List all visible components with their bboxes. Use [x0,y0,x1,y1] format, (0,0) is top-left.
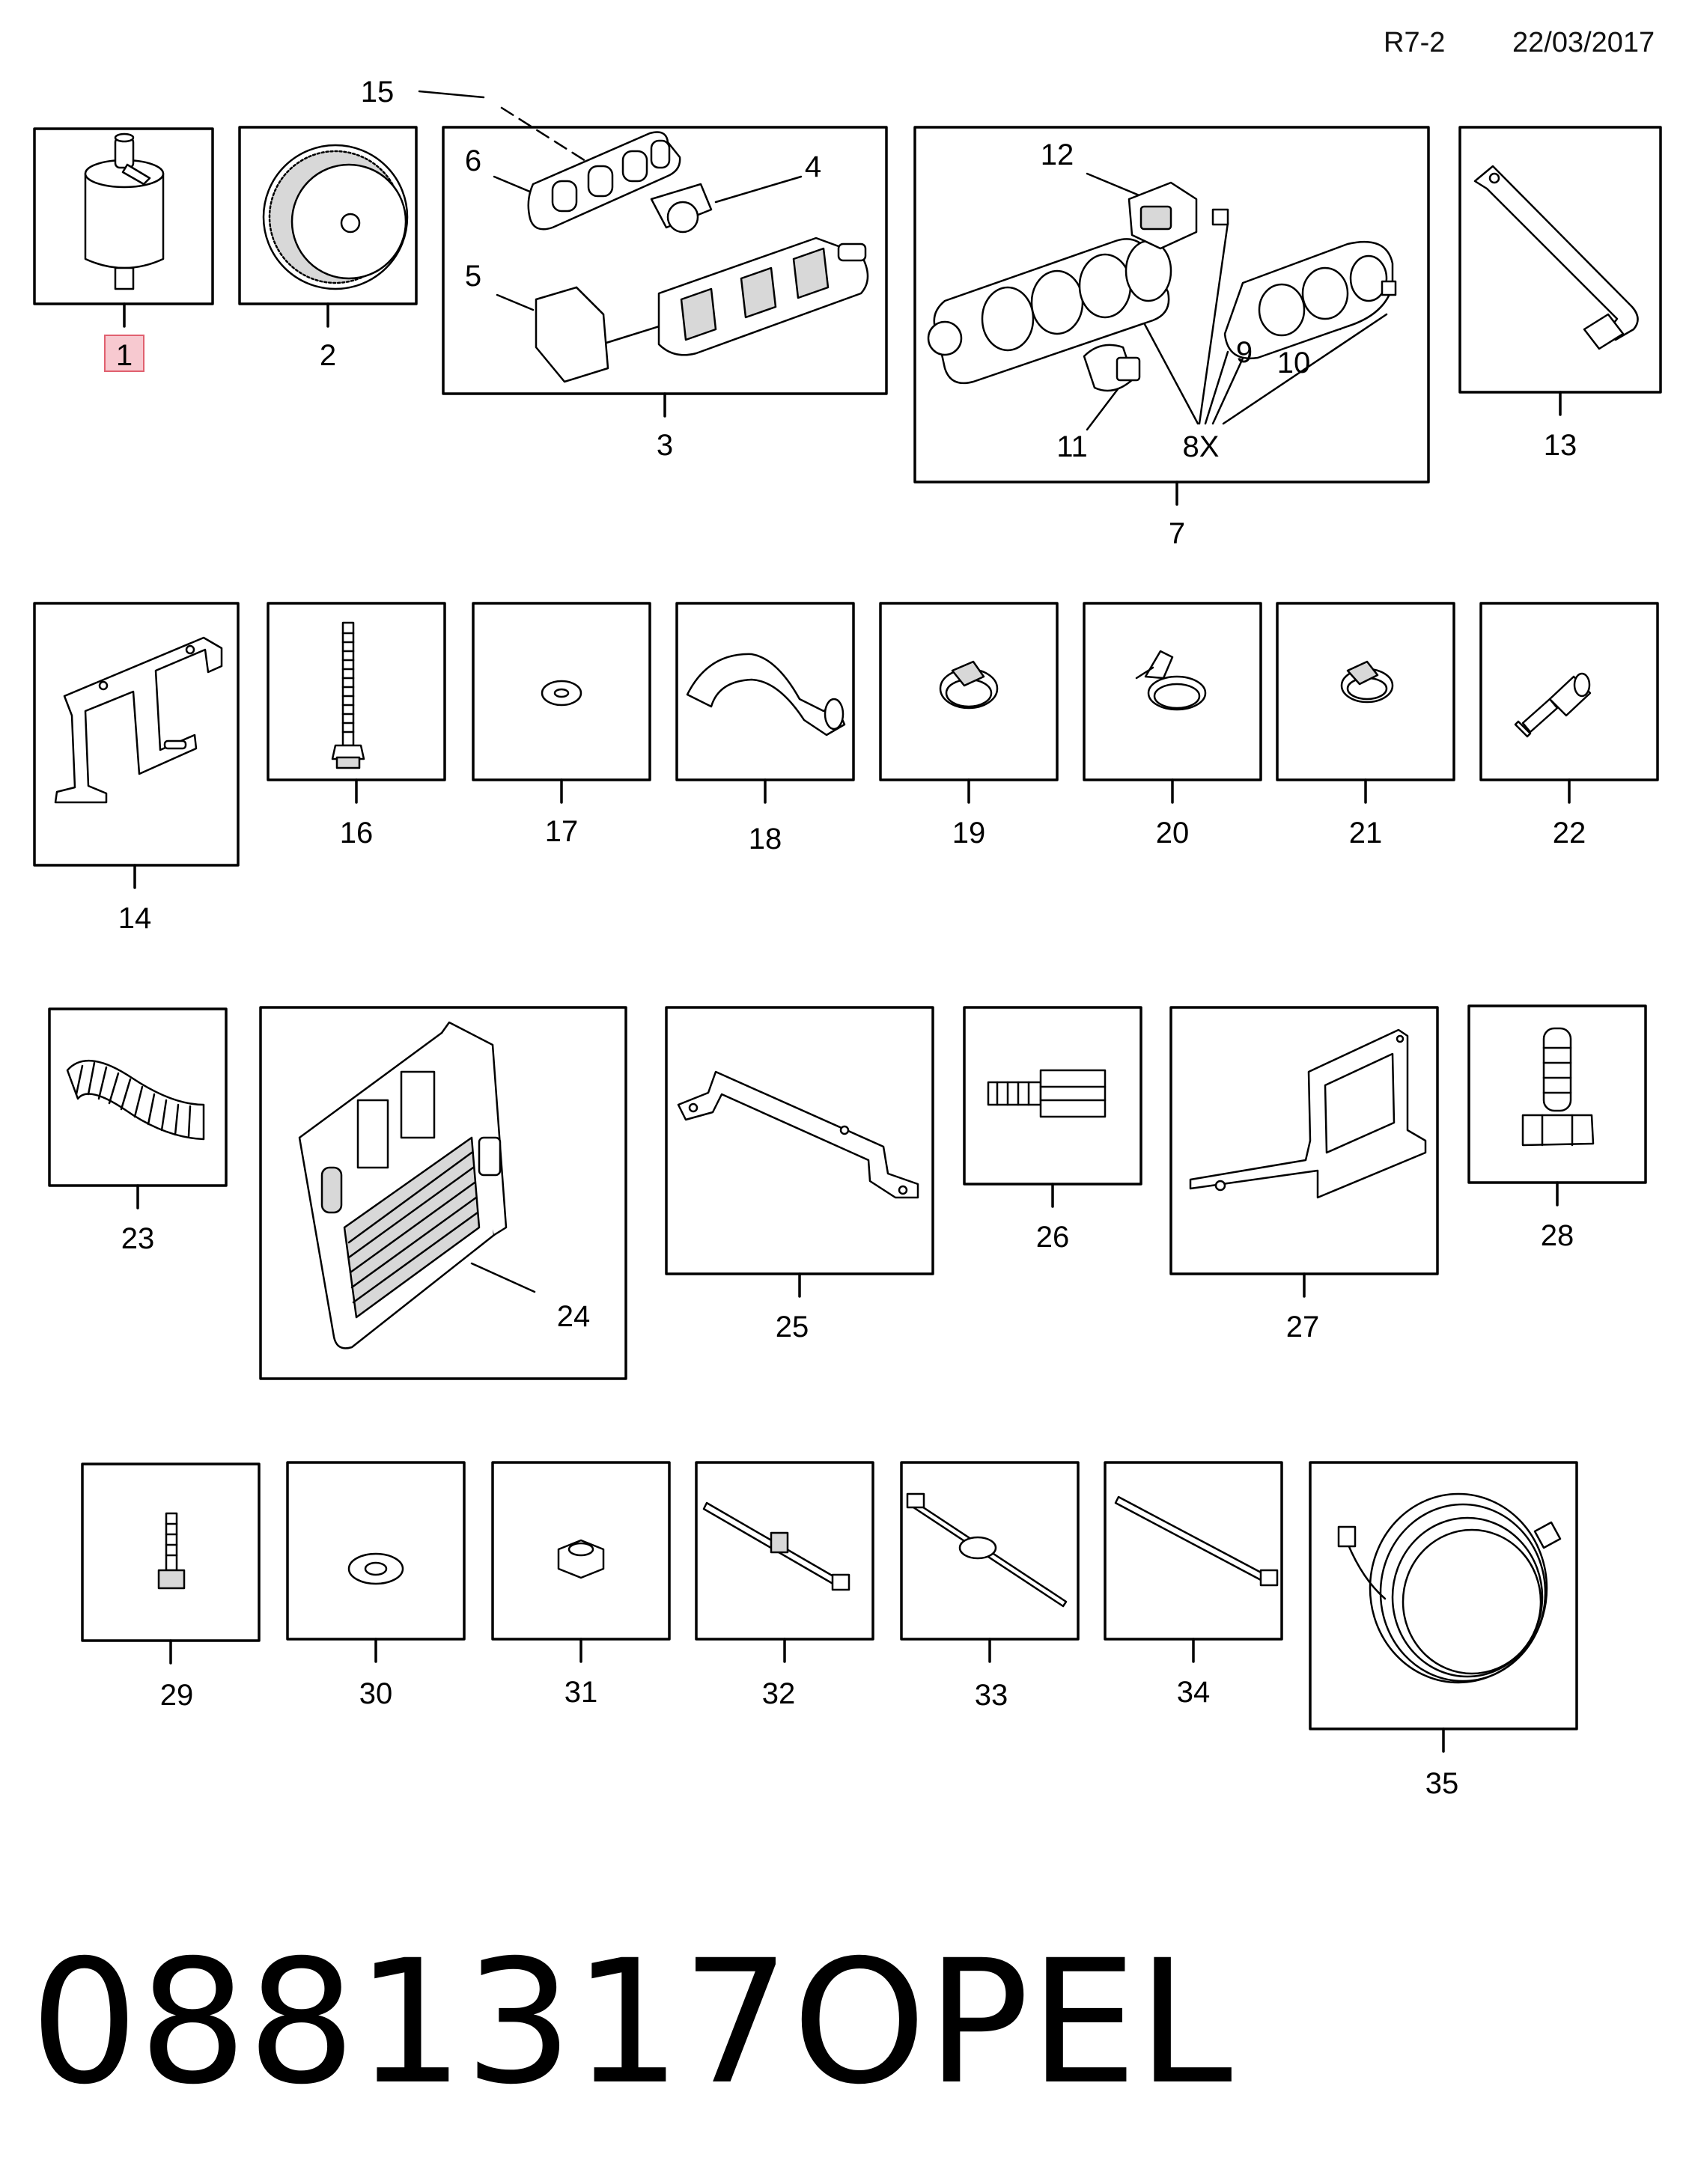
fitting-28-illustration [1521,1027,1595,1147]
callout-13[interactable]: 13 [1544,429,1577,462]
part-box-25 [665,1006,934,1275]
fuel-rail-illustration [927,181,1397,392]
callout-27[interactable]: 27 [1286,1311,1320,1343]
callout-20[interactable]: 20 [1156,817,1190,849]
callout-18[interactable]: 18 [749,823,782,855]
part-box-30 [286,1461,466,1641]
part-box-35 [1309,1461,1578,1730]
callout-19[interactable]: 19 [952,817,986,849]
bracket-14-illustration [54,636,223,804]
part-box-24 [259,1006,627,1380]
brand-name: OPEL [792,1923,1233,2122]
callout-25[interactable]: 25 [776,1311,809,1343]
callout-16[interactable]: 16 [340,817,374,849]
callout-29[interactable]: 29 [160,1679,194,1712]
part-box-7 [913,126,1430,484]
callout-32[interactable]: 32 [762,1677,796,1710]
bracket-13-illustration [1473,165,1639,350]
cable-tie-34-illustration [1114,1495,1279,1587]
nipple-22-illustration [1514,672,1592,738]
bolt-16-illustration [331,621,365,769]
callout-33[interactable]: 33 [975,1679,1008,1712]
callout-2[interactable]: 2 [320,339,336,372]
callout-31[interactable]: 31 [564,1676,598,1709]
callout-24[interactable]: 24 [557,1300,591,1333]
filter-illustration [84,132,165,290]
nut-31-illustration [557,1539,605,1579]
callout-15[interactable]: 15 [361,76,395,109]
callout-10[interactable]: 10 [1277,347,1311,379]
callout-22[interactable]: 22 [1553,817,1586,849]
spring-clip-20-illustration [1135,650,1207,711]
part-box-34 [1104,1461,1283,1641]
callout-21[interactable]: 21 [1349,817,1383,849]
callout-26[interactable]: 26 [1036,1221,1070,1254]
callout-28[interactable]: 28 [1541,1219,1574,1252]
ecu-24-illustration [298,1021,508,1349]
callout-17[interactable]: 17 [545,815,579,848]
callout-4[interactable]: 4 [805,150,821,183]
callout-9[interactable]: 9 [1236,336,1253,369]
clamp-21-illustration [1340,660,1394,704]
part-box-14 [33,602,240,867]
sheet-date: 22/03/2017 [1512,27,1655,58]
callout-23[interactable]: 23 [121,1222,155,1255]
callout-35[interactable]: 35 [1425,1767,1459,1800]
bolt-29-illustration [157,1512,186,1590]
sheet-code: R7-2 [1384,27,1446,58]
filter-element-illustration [262,144,409,290]
washer-17-illustration [541,680,582,707]
bracket-27-illustration [1189,1028,1427,1199]
callout-7[interactable]: 7 [1169,517,1185,550]
adapter-26-illustration [987,1069,1107,1118]
cable-tie-32-illustration [702,1501,850,1591]
callout-6[interactable]: 6 [465,144,481,177]
callout-3[interactable]: 3 [657,429,673,462]
wiring-harness-35-illustration [1337,1492,1562,1684]
callout-11[interactable]: 11 [1056,430,1088,463]
washer-30-illustration [347,1552,404,1585]
callout-12[interactable]: 12 [1041,138,1074,171]
injector-rail-illustration [527,131,869,383]
callout-30[interactable]: 30 [359,1677,393,1710]
callout-5[interactable]: 5 [465,260,481,293]
callout-1[interactable]: 1 [116,339,133,372]
cable-tie-33-illustration [906,1492,1068,1608]
corrugated-hose-23-illustration [66,1059,205,1141]
hose-18-illustration [686,653,846,736]
callout-8x[interactable]: 8X [1183,430,1220,463]
clamp-19-illustration [939,660,999,710]
callout-14[interactable]: 14 [118,902,152,935]
bracket-25-illustration [677,1070,919,1199]
part-1-highlight [104,335,144,372]
callout-34[interactable]: 34 [1177,1676,1211,1709]
part-number: 0881317 [30,1923,791,2122]
